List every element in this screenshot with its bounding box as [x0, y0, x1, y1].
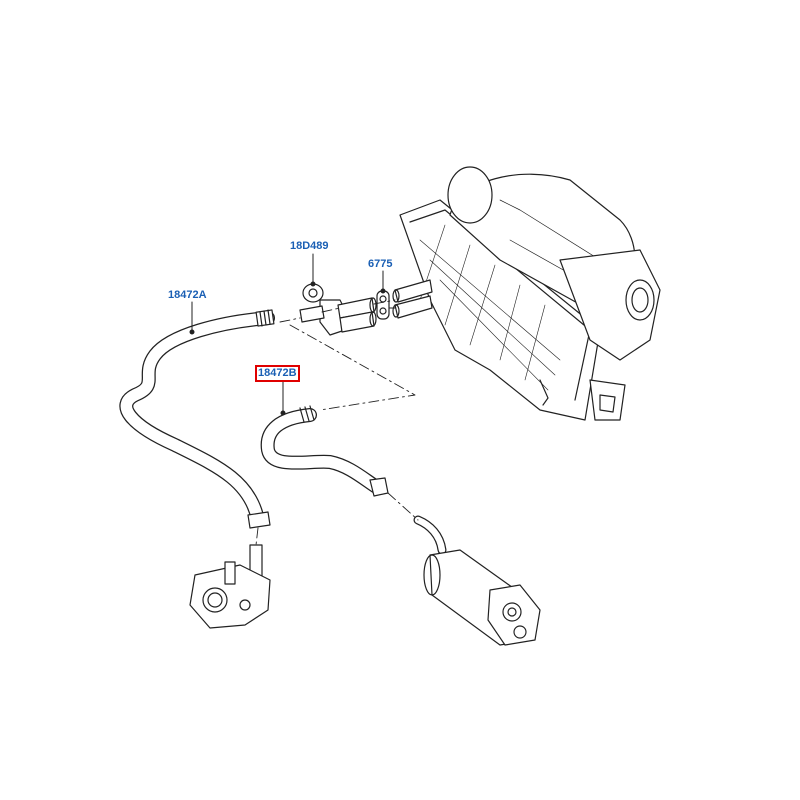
callout-valve-18d489[interactable]: 18D489 — [290, 240, 329, 252]
leader-lines — [189, 253, 386, 416]
egr-cooler — [413, 515, 541, 646]
hose-18472b — [260, 405, 389, 497]
heater-pipes — [392, 279, 433, 319]
callout-gasket-6775[interactable]: 6775 — [368, 258, 393, 270]
callout-hose-18472b-selected[interactable]: 18472B — [255, 365, 300, 382]
valve-18d489 — [299, 283, 377, 336]
callout-hose-18472a[interactable]: 18472A — [168, 289, 207, 301]
hose-18472a — [119, 309, 275, 529]
heater-core-housing — [399, 166, 661, 421]
thermostat-housing — [189, 544, 271, 629]
assembly-dashed-lines — [255, 299, 419, 546]
gasket-6775 — [376, 290, 390, 320]
